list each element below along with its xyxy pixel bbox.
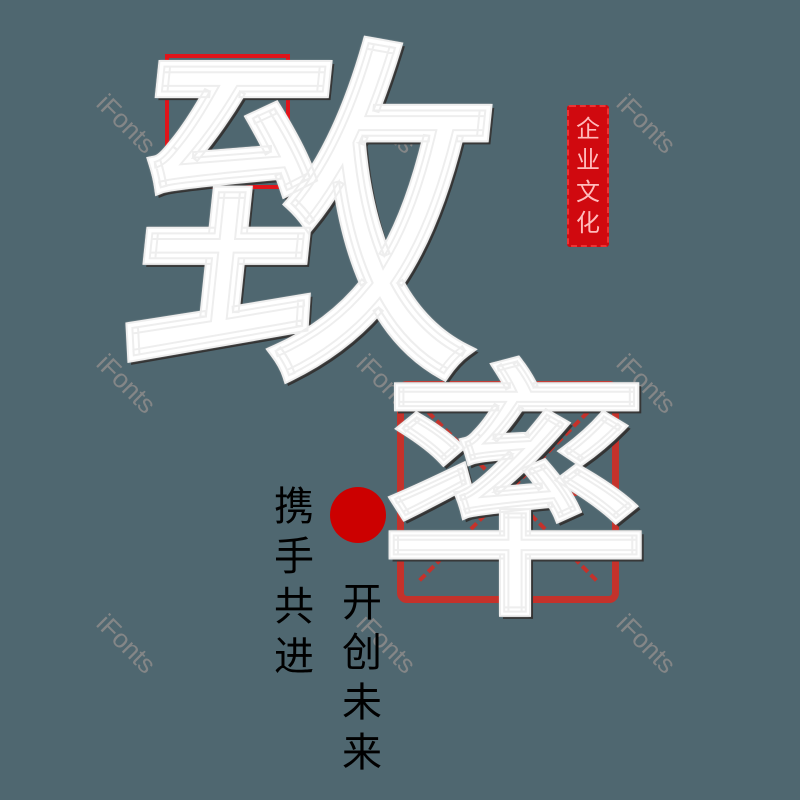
slogan-right: 开 创 未 来 [340, 578, 384, 778]
slogan-left: 携 手 共 进 [272, 482, 316, 682]
slogan-char: 未 [342, 680, 382, 726]
calligraphy-char-2: 率 [379, 336, 651, 654]
red-dot-icon [330, 487, 386, 543]
slogan-char: 创 [342, 630, 382, 676]
red-frame-top [165, 54, 290, 189]
slogan-char: 手 [274, 534, 314, 580]
grid-line-horizontal [404, 492, 612, 496]
seal-char: 企 [576, 114, 600, 143]
seal-stamp-icon: 企 业 文 化 [567, 105, 609, 247]
seal-char: 业 [576, 146, 600, 175]
slogan-char: 来 [342, 730, 382, 776]
watermark: iFonts [90, 608, 163, 680]
slogan-char: 携 [274, 484, 314, 530]
seal-char: 化 [576, 209, 600, 238]
slogan-char: 开 [342, 580, 382, 626]
slogan-char: 共 [274, 584, 314, 630]
watermark: iFonts [610, 88, 683, 160]
slogan-char: 进 [274, 634, 314, 680]
red-grid-stamp [397, 381, 619, 603]
seal-char: 文 [576, 177, 600, 206]
